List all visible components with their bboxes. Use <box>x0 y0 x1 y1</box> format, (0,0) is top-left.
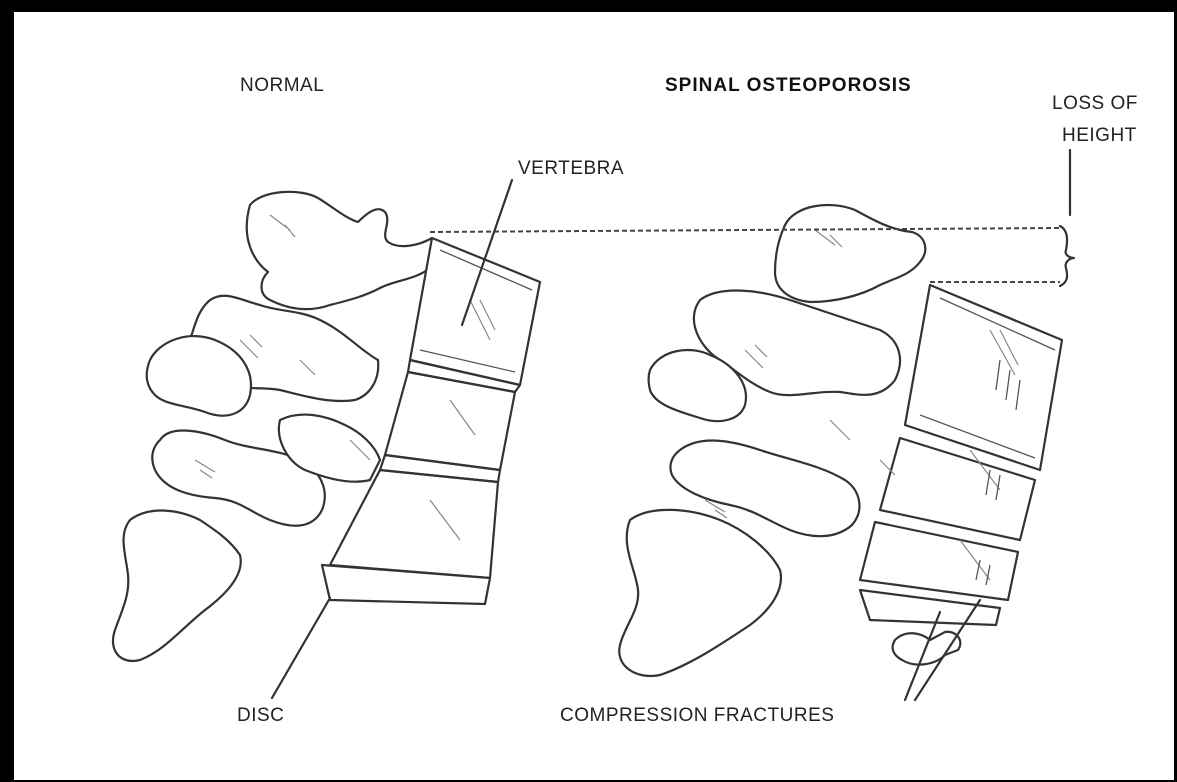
label-normal: NORMAL <box>240 75 324 97</box>
label-loss-of-height-1: LOSS OF <box>1052 93 1138 115</box>
label-spinal-osteoporosis: SPINAL OSTEOPOROSIS <box>665 75 912 97</box>
osteoporotic-spine-drawing <box>619 205 1062 676</box>
label-vertebra: VERTEBRA <box>518 158 624 180</box>
label-loss-of-height-2: HEIGHT <box>1062 125 1137 147</box>
normal-spine-drawing <box>113 192 540 661</box>
label-compression-fractures: COMPRESSION FRACTURES <box>560 705 834 727</box>
label-disc: DISC <box>237 705 284 727</box>
